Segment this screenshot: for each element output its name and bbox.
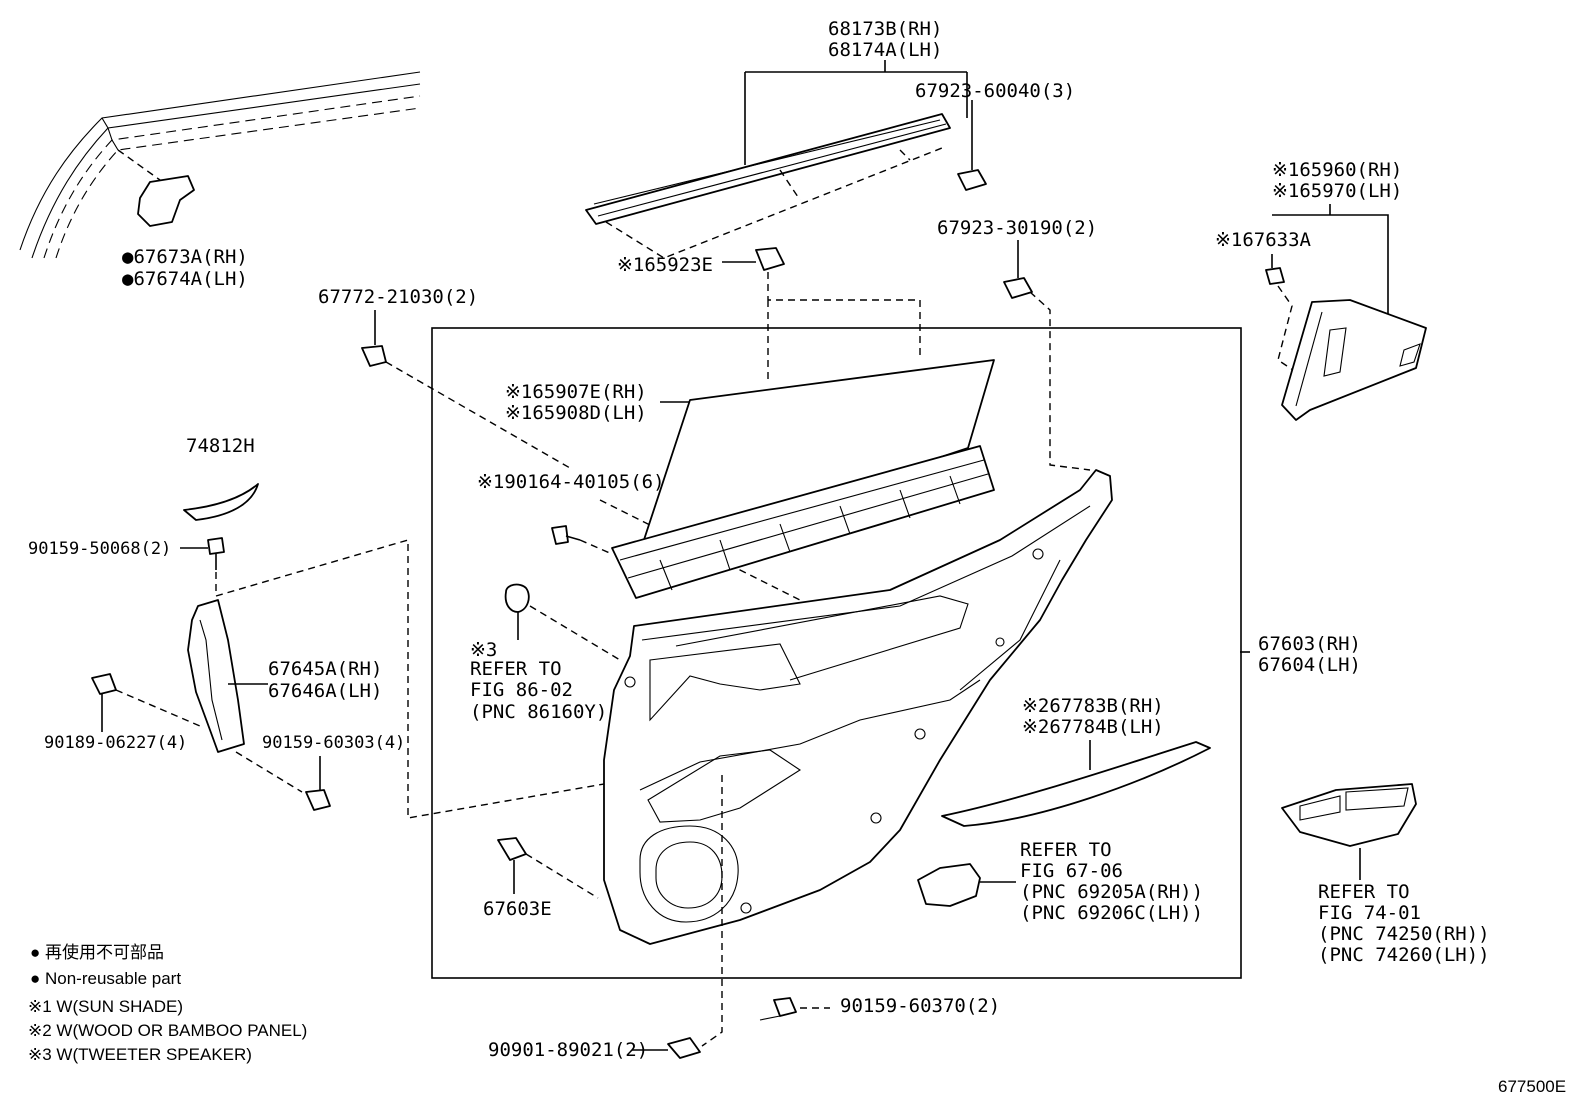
label-74812h: 74812H — [186, 435, 255, 457]
label-90901: 90901-89021(2) — [488, 1039, 648, 1061]
screw-90159-60303 — [305, 789, 331, 811]
clip-90901 — [667, 1037, 701, 1059]
weatherstrip-part — [585, 113, 951, 225]
label-67772: 67772-21030(2) — [318, 286, 478, 308]
clip-67633a — [1265, 267, 1285, 285]
ref67-line3: (PNC 69205A(RH)) — [1020, 881, 1203, 903]
label-67603-rh: 67603(RH) — [1258, 633, 1361, 655]
ref67-line4: (PNC 69206C(LH)) — [1020, 902, 1203, 924]
legend-item-4: ※2 W(WOOD OR BAMBOO PANEL) — [28, 1021, 307, 1040]
ref86-line1: REFER TO — [470, 658, 562, 680]
clip-90189 — [91, 673, 117, 695]
label-65908: ※165908D(LH) — [505, 402, 647, 424]
screw-90164 — [551, 525, 569, 545]
label-67646: 67646A(LH) — [268, 680, 382, 702]
label-90159-50068: 90159-50068(2) — [28, 539, 171, 559]
ref86-mark: ※3 — [470, 639, 497, 661]
label-67923-60040: 67923-60040(3) — [915, 80, 1075, 102]
power-window-switch-part — [1281, 783, 1417, 847]
tweeter-part — [504, 583, 530, 613]
diagram-code: 677500E — [1498, 1077, 1566, 1096]
clip-65923e — [755, 247, 785, 271]
door-frame-outline — [19, 71, 421, 259]
label-67783: ※267783B(RH) — [1022, 695, 1164, 717]
label-67673: ●67673A(RH) — [122, 246, 248, 268]
ref74-line2: FIG 74-01 — [1318, 902, 1421, 924]
label-90164: ※190164-40105(6) — [477, 471, 665, 493]
label-68173: 68173B(RH) — [828, 18, 942, 40]
label-67604-lh: 67604(LH) — [1258, 654, 1361, 676]
ref74-line3: (PNC 74250(RH)) — [1318, 923, 1490, 945]
label-67633a: ※167633A — [1215, 229, 1312, 251]
label-65970: ※165970(LH) — [1272, 180, 1402, 202]
label-90159-60303: 90159-60303(4) — [262, 733, 405, 753]
label-65923e: ※165923E — [617, 254, 713, 276]
legend-item-3: ※1 W(SUN SHADE) — [28, 997, 183, 1016]
label-90189: 90189-06227(4) — [44, 733, 187, 753]
ref67-line1: REFER TO — [1020, 839, 1112, 861]
corner-piece-part — [137, 175, 195, 227]
label-68174: 68174A(LH) — [828, 39, 942, 61]
clip-67923-30190 — [1003, 277, 1033, 299]
label-67603e: 67603E — [483, 898, 552, 920]
ref86-line3: (PNC 86160Y) — [470, 701, 607, 723]
label-67923-30190: 67923-30190(2) — [937, 217, 1097, 239]
legend-item-1: ● 再使用不可部品 — [30, 942, 164, 962]
ref74-line1: REFER TO — [1318, 881, 1410, 903]
ref67-line2: FIG 67-06 — [1020, 860, 1123, 882]
label-67645: 67645A(RH) — [268, 658, 382, 680]
label-65960: ※165960(RH) — [1272, 159, 1402, 181]
switch-bezel-part — [1281, 299, 1427, 421]
ref74-line4: (PNC 74260(LH)) — [1318, 944, 1490, 966]
clip-67603e — [497, 837, 527, 861]
legend-item-5: ※3 W(TWEETER SPEAKER) — [28, 1045, 252, 1064]
wood-panel-part — [941, 741, 1211, 827]
clip-67772 — [361, 345, 387, 367]
sunshade-panel-part — [637, 359, 995, 559]
label-90159-60370: 90159-60370(2) — [840, 995, 1000, 1017]
bracket-67645-part — [187, 599, 245, 753]
screw-90159-50068 — [207, 537, 225, 555]
label-67784: ※267784B(LH) — [1022, 716, 1164, 738]
label-65907: ※165907E(RH) — [505, 381, 647, 403]
door-trim-frame — [431, 327, 1242, 979]
inside-handle-part — [917, 863, 981, 907]
legend-item-2: ● Non-reusable part — [30, 969, 181, 988]
ref86-line2: FIG 86-02 — [470, 679, 573, 701]
label-67674: ●67674A(LH) — [122, 268, 248, 290]
trim-piece-74812h — [183, 483, 259, 521]
clip-67923-60040 — [957, 169, 987, 191]
door-trim-panel — [603, 469, 1113, 945]
screw-90159-60370 — [773, 997, 797, 1017]
